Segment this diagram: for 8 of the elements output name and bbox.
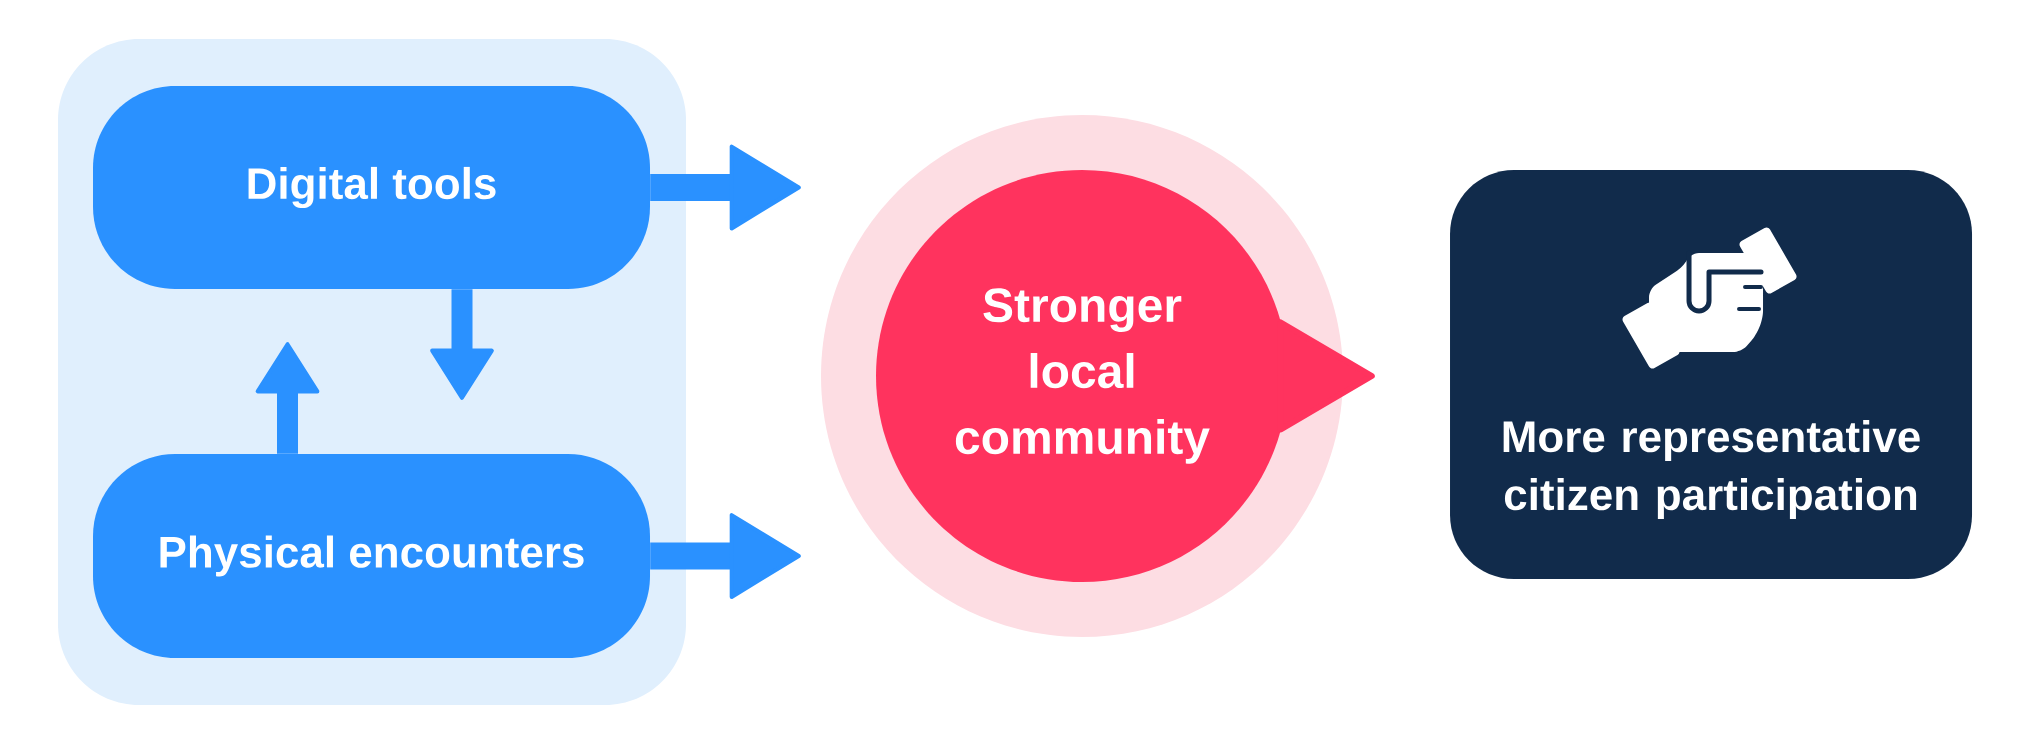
- arrow: [430, 289, 494, 400]
- circle-node: Stronger local community: [876, 170, 1288, 582]
- arrow: [650, 513, 801, 599]
- rounded-box: Digital tools: [93, 86, 650, 289]
- rounded-box: Physical encounters: [93, 454, 650, 658]
- arrow: [650, 144, 801, 231]
- outcome-box: More representative citizen participation: [1450, 170, 1972, 579]
- arrow: [255, 342, 320, 454]
